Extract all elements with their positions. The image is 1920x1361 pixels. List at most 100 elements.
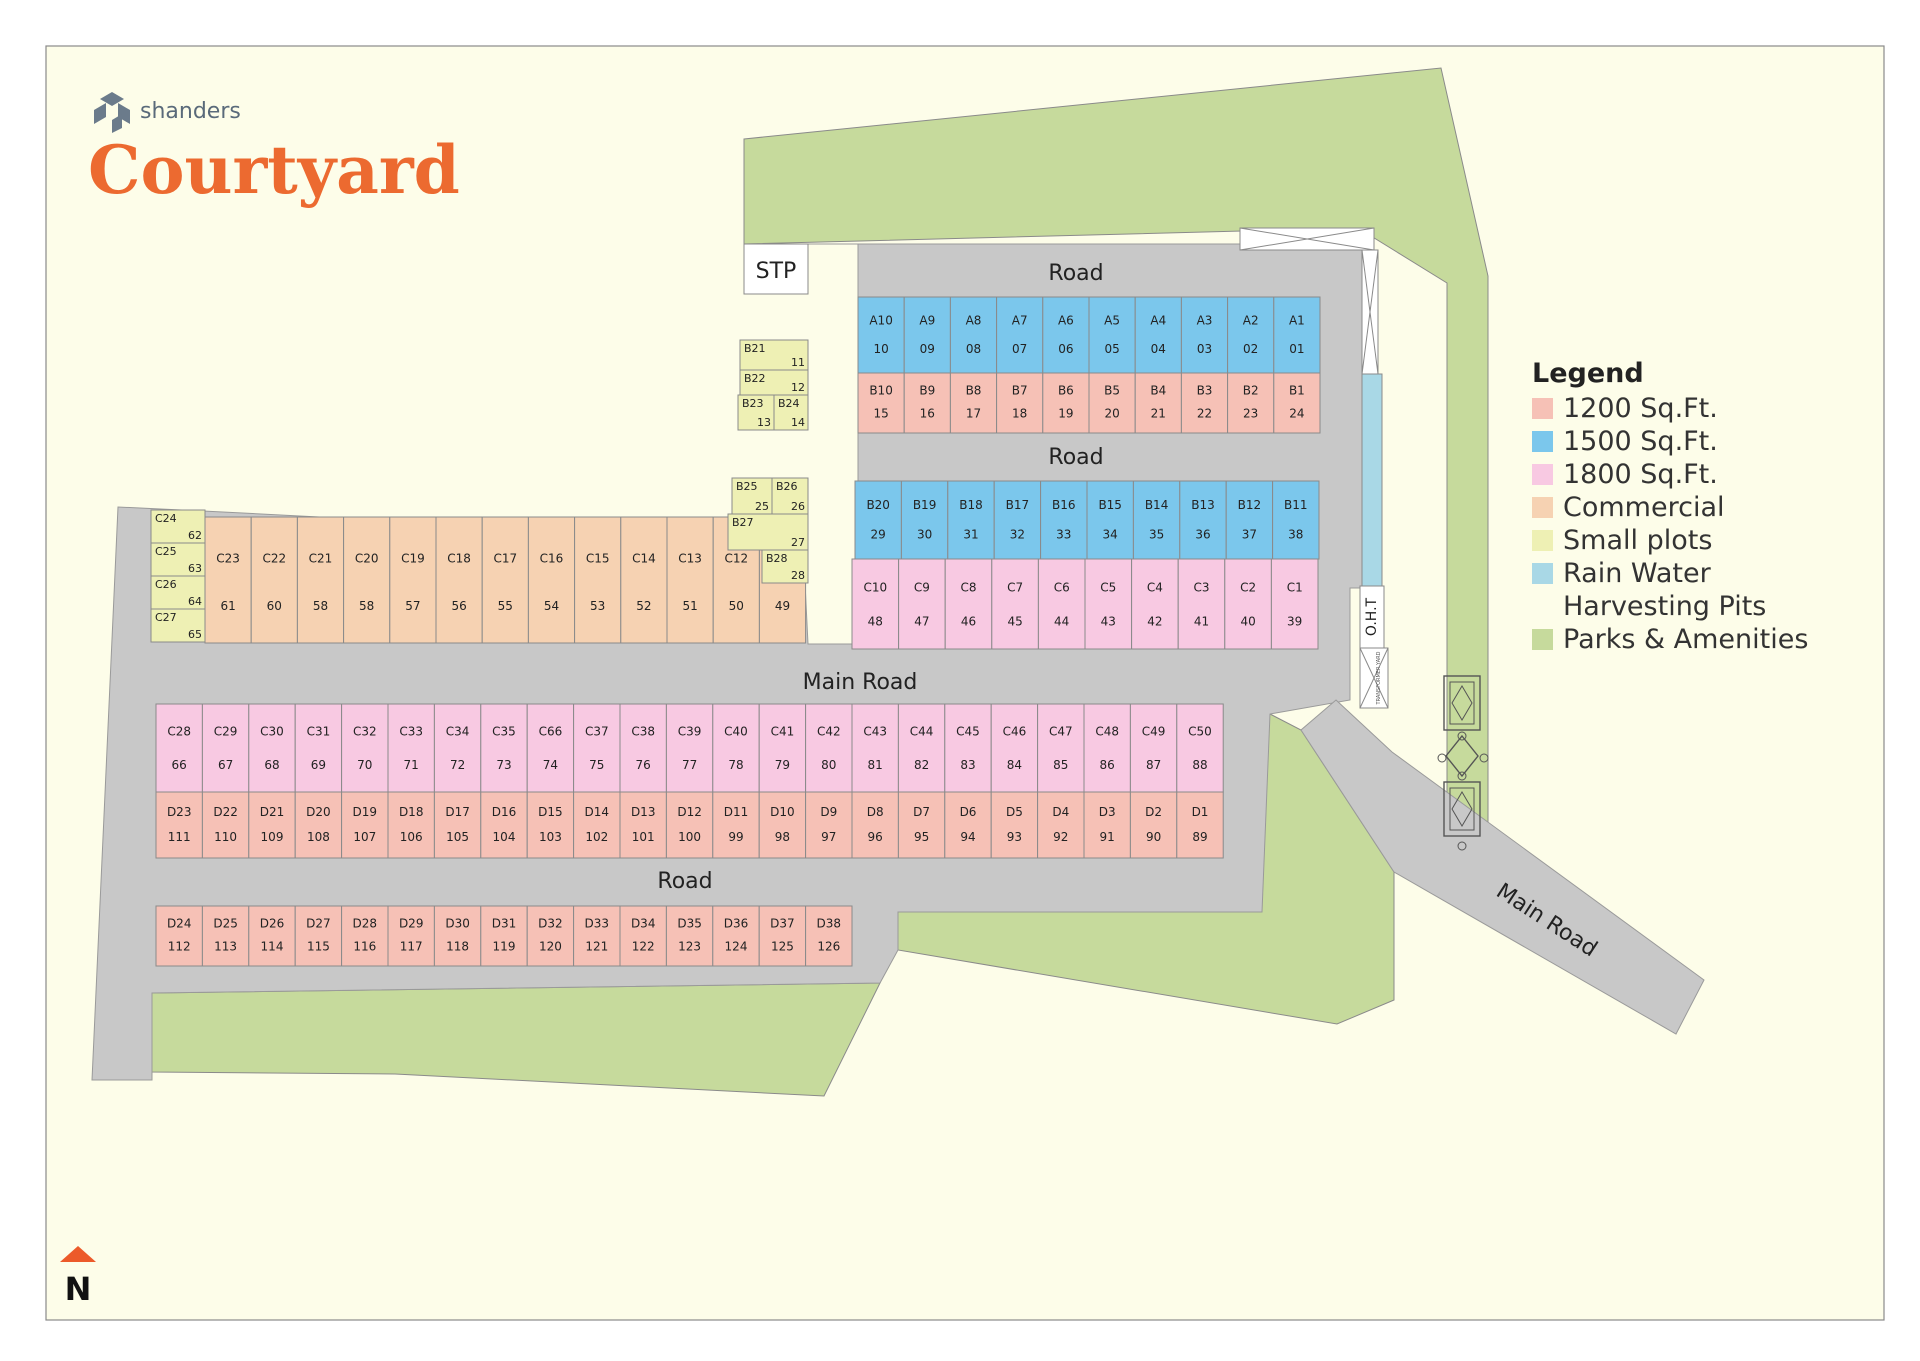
plot-c37[interactable]: C3775 xyxy=(573,703,621,793)
plot-c49[interactable]: C4987 xyxy=(1129,703,1178,793)
plot-c50[interactable]: C5088 xyxy=(1176,703,1224,793)
plot-d24[interactable]: D24112 xyxy=(155,905,203,967)
plot-a7[interactable]: A707 xyxy=(996,296,1044,374)
plot-c44[interactable]: C4482 xyxy=(897,703,946,793)
plot-b16[interactable]: B1633 xyxy=(1040,480,1088,560)
plot-d38[interactable]: D38126 xyxy=(805,905,853,967)
plot-c46[interactable]: C4684 xyxy=(990,703,1039,793)
plot-c30[interactable]: C3068 xyxy=(248,703,296,793)
plot-b10[interactable]: B1015 xyxy=(857,372,905,434)
plot-c38[interactable]: C3876 xyxy=(619,703,667,793)
plot-c22[interactable]: C2260 xyxy=(250,516,298,644)
plot-c34[interactable]: C3472 xyxy=(433,703,482,793)
plot-b14[interactable]: B1435 xyxy=(1132,480,1181,560)
plot-b11[interactable]: B1138 xyxy=(1272,480,1320,560)
plot-c45[interactable]: C4583 xyxy=(944,703,992,793)
plot-c40[interactable]: C4078 xyxy=(712,703,760,793)
plot-b15[interactable]: B1534 xyxy=(1086,480,1134,560)
plot-a2[interactable]: A202 xyxy=(1227,296,1275,374)
plot-b3[interactable]: B322 xyxy=(1180,372,1229,434)
plot-d9[interactable]: D997 xyxy=(805,791,853,859)
plot-b21[interactable]: B2111 xyxy=(739,339,809,371)
plot-d12[interactable]: D12100 xyxy=(665,791,714,859)
plot-d34[interactable]: D34122 xyxy=(619,905,667,967)
plot-a5[interactable]: A505 xyxy=(1088,296,1136,374)
plot-d22[interactable]: D22110 xyxy=(201,791,250,859)
plot-b12[interactable]: B1237 xyxy=(1225,480,1274,560)
plot-d30[interactable]: D30118 xyxy=(433,905,482,967)
plot-c5[interactable]: C543 xyxy=(1084,558,1133,650)
plot-c25[interactable]: C2563 xyxy=(150,542,206,577)
plot-d15[interactable]: D15103 xyxy=(526,791,575,859)
plot-d18[interactable]: D18106 xyxy=(387,791,435,859)
plot-d6[interactable]: D694 xyxy=(944,791,992,859)
plot-b20[interactable]: B2029 xyxy=(854,480,902,560)
plot-c8[interactable]: C846 xyxy=(944,558,993,650)
plot-b6[interactable]: B619 xyxy=(1042,372,1090,434)
plot-c42[interactable]: C4280 xyxy=(805,703,853,793)
plot-c48[interactable]: C4886 xyxy=(1083,703,1131,793)
plot-c13[interactable]: C1351 xyxy=(666,516,714,644)
plot-b9[interactable]: B916 xyxy=(903,372,951,434)
plot-c16[interactable]: C1654 xyxy=(527,516,576,644)
plot-d35[interactable]: D35123 xyxy=(665,905,714,967)
plot-b17[interactable]: B1732 xyxy=(993,480,1042,560)
plot-d33[interactable]: D33121 xyxy=(573,905,621,967)
plot-a10[interactable]: A1010 xyxy=(857,296,905,374)
plot-d27[interactable]: D27115 xyxy=(294,905,343,967)
plot-d4[interactable]: D492 xyxy=(1037,791,1085,859)
plot-b19[interactable]: B1930 xyxy=(900,480,949,560)
plot-c32[interactable]: C3270 xyxy=(341,703,389,793)
plot-c17[interactable]: C1755 xyxy=(481,516,529,644)
plot-b22[interactable]: B2212 xyxy=(739,369,809,396)
plot-a4[interactable]: A404 xyxy=(1134,296,1182,374)
plot-b13[interactable]: B1336 xyxy=(1179,480,1227,560)
plot-c6[interactable]: C644 xyxy=(1037,558,1086,650)
plot-d21[interactable]: D21109 xyxy=(248,791,296,859)
plot-c15[interactable]: C1553 xyxy=(574,516,622,644)
plot-d1[interactable]: D189 xyxy=(1176,791,1224,859)
plot-d23[interactable]: D23111 xyxy=(155,791,203,859)
plot-b5[interactable]: B520 xyxy=(1088,372,1136,434)
plot-c3[interactable]: C341 xyxy=(1177,558,1226,650)
plot-d20[interactable]: D20108 xyxy=(294,791,343,859)
plot-b27[interactable]: B2727 xyxy=(727,513,809,551)
plot-c24[interactable]: C2462 xyxy=(150,509,206,544)
plot-d7[interactable]: D795 xyxy=(897,791,946,859)
plot-d17[interactable]: D17105 xyxy=(433,791,482,859)
plot-a3[interactable]: A303 xyxy=(1180,296,1229,374)
plot-c18[interactable]: C1856 xyxy=(435,516,483,644)
plot-d29[interactable]: D29117 xyxy=(387,905,435,967)
plot-d31[interactable]: D31119 xyxy=(480,905,528,967)
plot-c28[interactable]: C2866 xyxy=(155,703,203,793)
plot-b23[interactable]: B2313 xyxy=(737,394,775,431)
plot-c10[interactable]: C1048 xyxy=(851,558,900,650)
plot-d5[interactable]: D593 xyxy=(990,791,1039,859)
plot-a8[interactable]: A808 xyxy=(949,296,998,374)
plot-c26[interactable]: C2664 xyxy=(150,575,206,610)
plot-c27[interactable]: C2765 xyxy=(150,608,206,643)
plot-c14[interactable]: C1452 xyxy=(620,516,668,644)
plot-c4[interactable]: C442 xyxy=(1131,558,1179,650)
plot-b4[interactable]: B421 xyxy=(1134,372,1182,434)
plot-c31[interactable]: C3169 xyxy=(294,703,343,793)
plot-d3[interactable]: D391 xyxy=(1083,791,1131,859)
plot-d14[interactable]: D14102 xyxy=(573,791,621,859)
plot-a6[interactable]: A606 xyxy=(1042,296,1090,374)
plot-a1[interactable]: A101 xyxy=(1273,296,1321,374)
plot-b1[interactable]: B124 xyxy=(1273,372,1321,434)
plot-c39[interactable]: C3977 xyxy=(665,703,714,793)
plot-c9[interactable]: C947 xyxy=(898,558,946,650)
plot-c23[interactable]: C2361 xyxy=(204,516,252,644)
plot-d32[interactable]: D32120 xyxy=(526,905,575,967)
plot-c20[interactable]: C2058 xyxy=(343,516,391,644)
plot-b8[interactable]: B817 xyxy=(949,372,998,434)
plot-d36[interactable]: D36124 xyxy=(712,905,760,967)
plot-d8[interactable]: D896 xyxy=(851,791,899,859)
plot-d19[interactable]: D19107 xyxy=(341,791,389,859)
plot-b24[interactable]: B2414 xyxy=(773,394,809,431)
plot-d11[interactable]: D1199 xyxy=(712,791,760,859)
plot-c47[interactable]: C4785 xyxy=(1037,703,1085,793)
plot-b26[interactable]: B2626 xyxy=(771,477,809,515)
plot-c1[interactable]: C139 xyxy=(1270,558,1319,650)
